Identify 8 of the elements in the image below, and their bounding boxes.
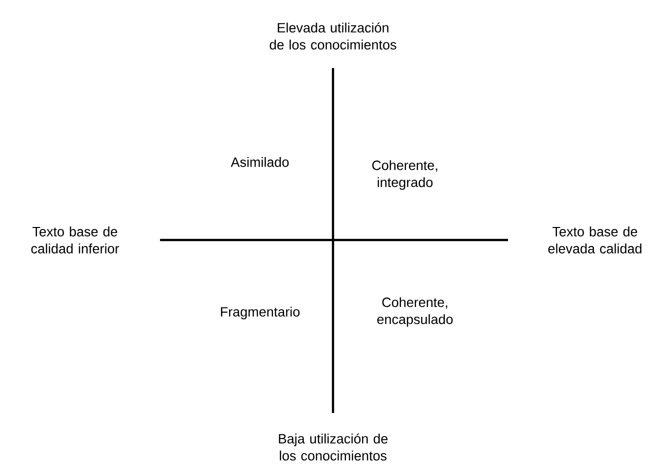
quadrant-label: Coherente, encapsulado [377, 297, 453, 327]
quadrant-label: Fragmentario [220, 306, 300, 320]
quadrant-label: Baja utilización de los conocimientos [278, 433, 388, 461]
quadrant-label: Texto base de calidad inferior [31, 226, 120, 254]
quadrant-label: Asimilado [230, 157, 289, 167]
quadrant-label: Coherente, integrado [372, 160, 438, 190]
quadrant-label: Elevada utilización de los conocimientos [270, 22, 396, 50]
quadrant-label: Texto base de elevada calidad [548, 226, 642, 254]
